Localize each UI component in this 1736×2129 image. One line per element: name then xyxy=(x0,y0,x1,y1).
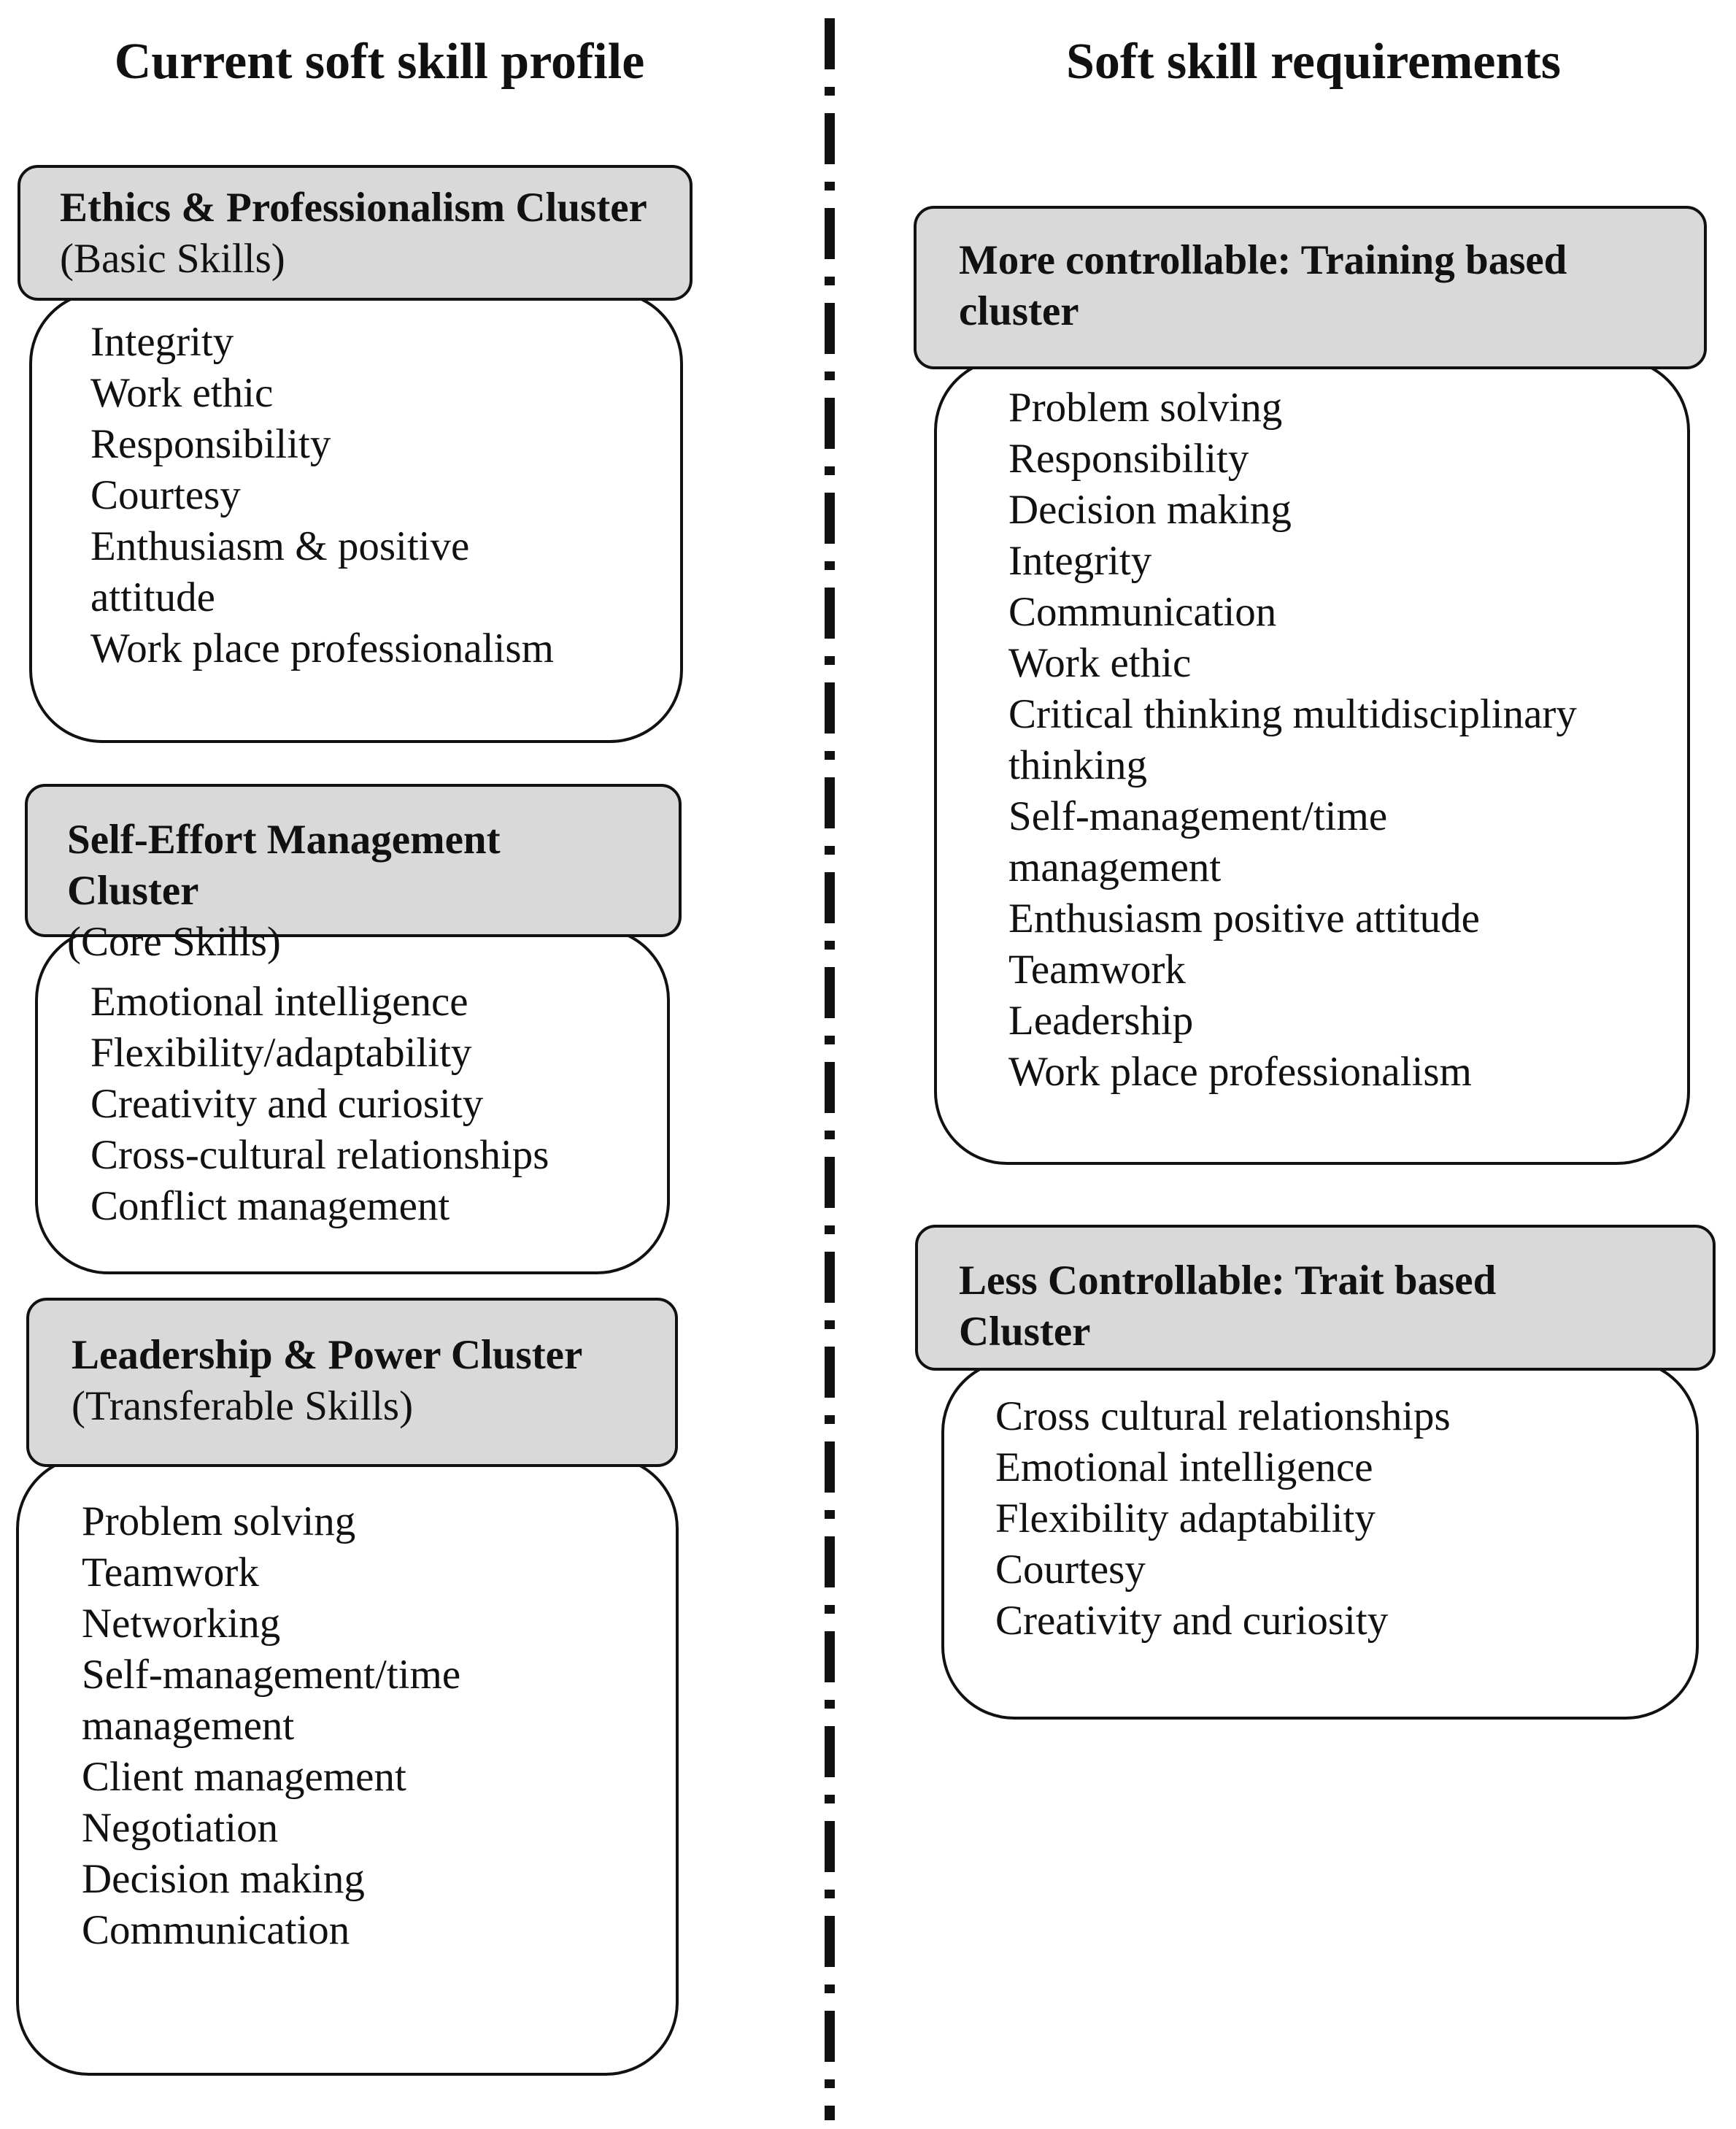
list-item: Teamwork xyxy=(82,1549,259,1595)
cluster-title: Less Controllable: Trait based Cluster xyxy=(959,1258,1497,1355)
list-item: Teamwork xyxy=(1008,947,1186,993)
list-item: Work place professionalism xyxy=(90,625,554,671)
list-item: Emotional intelligence xyxy=(90,979,468,1025)
list-item: Emotional intelligence xyxy=(995,1444,1373,1490)
list-item: Decision making xyxy=(82,1856,365,1902)
ethics-cluster-items: Integrity Work ethic Responsibility Cour… xyxy=(29,290,683,743)
list-item: Conflict management xyxy=(90,1183,450,1229)
list-item: Self-management/time management xyxy=(82,1652,461,1749)
list-item: Self-management/time management xyxy=(1008,793,1388,890)
list-item: Problem solving xyxy=(82,1498,356,1544)
cluster-subtitle: (Basic Skills) xyxy=(60,236,285,282)
leadership-cluster-header: Leadership & Power Cluster (Transferable… xyxy=(26,1298,678,1467)
list-item: Communication xyxy=(1008,589,1277,635)
trait-cluster-items: Cross cultural relationships Emotional i… xyxy=(941,1359,1699,1720)
cluster-title: Ethics & Professionalism Cluster xyxy=(60,185,647,231)
self-effort-cluster-header: Self-Effort Management Cluster (Core Ski… xyxy=(25,784,682,965)
training-cluster-header: More controllable: Training based cluste… xyxy=(914,206,1707,369)
list-item: Courtesy xyxy=(995,1547,1146,1593)
cluster-title: Self-Effort Management Cluster xyxy=(67,817,501,914)
list-item: Cross-cultural relationships xyxy=(90,1132,549,1178)
cluster-subtitle: (Transferable Skills) xyxy=(72,1383,414,1429)
list-item: Work place professionalism xyxy=(1008,1049,1472,1095)
list-item: Flexibility/adaptability xyxy=(90,1030,472,1076)
left-column-title: Current soft skill profile xyxy=(114,34,645,90)
list-item: Communication xyxy=(82,1907,350,1953)
list-item: Leadership xyxy=(1008,998,1194,1044)
self-effort-cluster-items: Emotional intelligence Flexibility/adapt… xyxy=(35,927,670,1274)
leadership-cluster-items: Problem solving Teamwork Networking Self… xyxy=(16,1455,679,2076)
list-item: Enthusiasm positive attitude xyxy=(1008,896,1480,942)
trait-cluster-header: Less Controllable: Trait based Cluster xyxy=(915,1225,1716,1371)
right-column-title: Soft skill requirements xyxy=(1066,34,1561,90)
list-item: Work ethic xyxy=(90,370,274,416)
list-item: Responsibility xyxy=(1008,436,1249,482)
cluster-subtitle: (Core Skills) xyxy=(67,919,281,965)
list-item: Creativity and curiosity xyxy=(995,1598,1389,1644)
list-item: Integrity xyxy=(1008,538,1152,584)
list-item: Client management xyxy=(82,1754,406,1800)
list-item: Cross cultural relationships xyxy=(995,1393,1451,1439)
list-item: Critical thinking multidisciplinary thin… xyxy=(1008,691,1577,788)
list-item: Negotiation xyxy=(82,1805,279,1851)
list-item: Courtesy xyxy=(90,472,241,518)
ethics-cluster-header: Ethics & Professionalism Cluster (Basic … xyxy=(18,165,693,301)
list-item: Enthusiasm & positive attitude xyxy=(90,523,470,620)
list-item: Work ethic xyxy=(1008,640,1192,686)
list-item: Flexibility adaptability xyxy=(995,1495,1376,1541)
list-item: Problem solving xyxy=(1008,385,1283,431)
list-item: Integrity xyxy=(90,319,234,365)
list-item: Creativity and curiosity xyxy=(90,1081,484,1127)
column-divider xyxy=(825,18,835,2120)
list-item: Networking xyxy=(82,1601,281,1647)
cluster-title: More controllable: Training based cluste… xyxy=(959,237,1567,334)
cluster-title: Leadership & Power Cluster xyxy=(72,1332,583,1378)
list-item: Decision making xyxy=(1008,487,1292,533)
training-cluster-items: Problem solving Responsibility Decision … xyxy=(934,358,1690,1165)
list-item: Responsibility xyxy=(90,421,331,467)
